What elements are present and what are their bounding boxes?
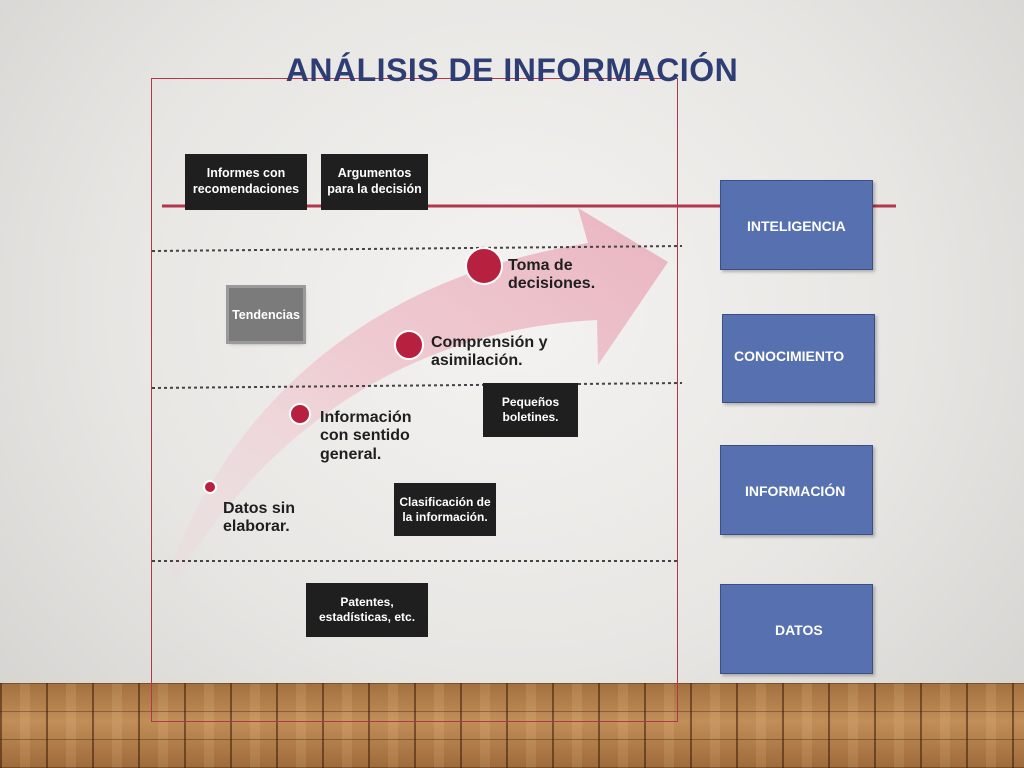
box-pequenos: Pequeños boletines. bbox=[483, 383, 578, 437]
level-inteligencia: INTELIGENCIA bbox=[720, 180, 873, 270]
separator-line-2 bbox=[151, 382, 683, 389]
step-toma-label: Toma de decisiones. bbox=[508, 257, 596, 293]
level-datos-label: DATOS bbox=[775, 622, 823, 638]
level-conocimiento-label: CONOCIMIENTO bbox=[734, 348, 845, 364]
level-datos: DATOS bbox=[720, 584, 873, 674]
page-title: ANÁLISIS DE INFORMACIÓN bbox=[285, 52, 739, 88]
node-toma bbox=[465, 247, 503, 285]
box-tendencias: Tendencias bbox=[229, 288, 303, 341]
node-comprension bbox=[394, 330, 424, 360]
box-informes: Informes con recomendaciones bbox=[185, 154, 307, 210]
box-argumentos: Argumentos para la decisión bbox=[321, 154, 428, 210]
diagram-frame bbox=[151, 78, 678, 722]
node-informacion bbox=[289, 403, 311, 425]
node-datos bbox=[203, 480, 217, 494]
level-conocimiento: CONOCIMIENTO bbox=[722, 314, 875, 403]
step-comprension-label: Comprensión y asimilación. bbox=[431, 334, 548, 370]
wooden-floor bbox=[0, 683, 1024, 768]
step-informacion-label: Información con sentido general. bbox=[320, 409, 412, 463]
level-informacion: INFORMACIÓN bbox=[720, 445, 873, 535]
level-inteligencia-label: INTELIGENCIA bbox=[747, 218, 846, 234]
box-patentes: Patentes, estadísticas, etc. bbox=[306, 583, 428, 637]
progress-arrow bbox=[168, 208, 668, 578]
box-clasificacion: Clasificación de la información. bbox=[394, 483, 496, 536]
level-informacion-label: INFORMACIÓN bbox=[745, 483, 846, 499]
separator-line-1 bbox=[151, 245, 683, 252]
step-datos-label: Datos sin elaborar. bbox=[223, 500, 296, 536]
